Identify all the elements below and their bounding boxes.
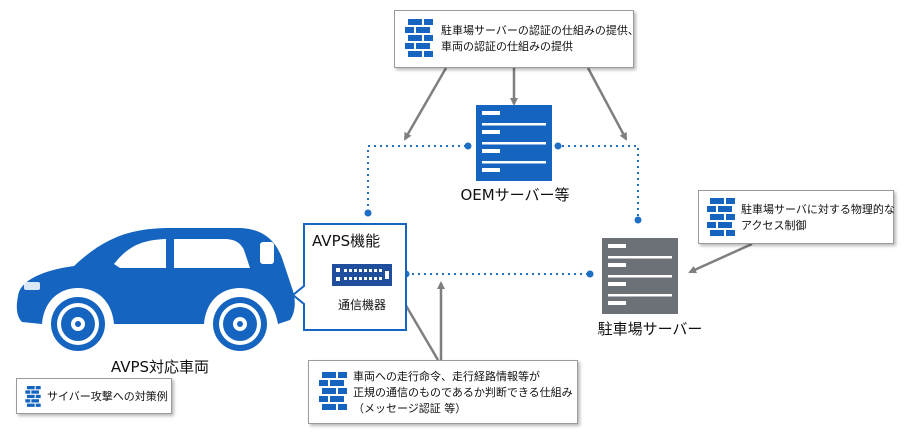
dotted-link-oem-parking: [556, 145, 639, 218]
note-bottom: 車両への走行命令、走行経路情報等が 正規の通信のものであるか判断できる仕組み （…: [308, 360, 578, 424]
dot-oem-right: [554, 142, 562, 150]
note-top: 駐車場サーバーの認証の仕組みの提供、 車両の認証の仕組みの提供: [394, 10, 639, 68]
arrow-top-note-to-left-link: [403, 67, 448, 141]
note-top-line1: 駐車場サーバーの認証の仕組みの提供、: [441, 24, 639, 37]
note-bottom-line3: （メッセージ認証 等）: [353, 402, 467, 415]
comm-device-icon: [332, 264, 392, 286]
firewall-icon: [405, 19, 433, 57]
arrow-top-note-to-right-link: [586, 67, 628, 141]
note-right-line1: 駐車場サーバに対する物理的な: [741, 203, 895, 216]
car-icon: [16, 228, 295, 351]
arrow-right-note-to-parking: [688, 242, 753, 274]
dot-oem-left: [464, 142, 472, 150]
legend-text: サイバー攻撃への対策例: [47, 390, 168, 403]
dot-parking-top: [634, 216, 642, 224]
firewall-icon: [319, 372, 347, 410]
legend-box: サイバー攻撃への対策例: [16, 378, 172, 414]
note-bottom-line2: 正規の通信のものであるか判断できる仕組み: [353, 386, 573, 399]
oem-server-label: OEMサーバー等: [460, 186, 570, 204]
dot-avps-top: [364, 209, 372, 217]
firewall-icon: [25, 386, 41, 407]
note-top-line2: 車両の認証の仕組みの提供: [441, 40, 573, 53]
comm-device-label: 通信機器: [337, 298, 386, 312]
oem-server-icon: [476, 105, 552, 181]
note-right-line2: アクセス制御: [741, 219, 807, 232]
firewall-icon: [707, 198, 735, 236]
parking-server-icon: [602, 238, 678, 314]
note-bottom-line1: 車両への走行命令、走行経路情報等が: [353, 370, 540, 383]
car-label: AVPS対応車両: [110, 358, 210, 376]
dot-parking-left: [586, 270, 594, 278]
avps-title: AVPS機能: [312, 232, 381, 250]
note-right: 駐車場サーバに対する物理的な アクセス制御: [698, 190, 895, 244]
parking-server-label: 駐車場サーバー: [597, 320, 703, 338]
dotted-link-avps-oem: [367, 145, 466, 212]
